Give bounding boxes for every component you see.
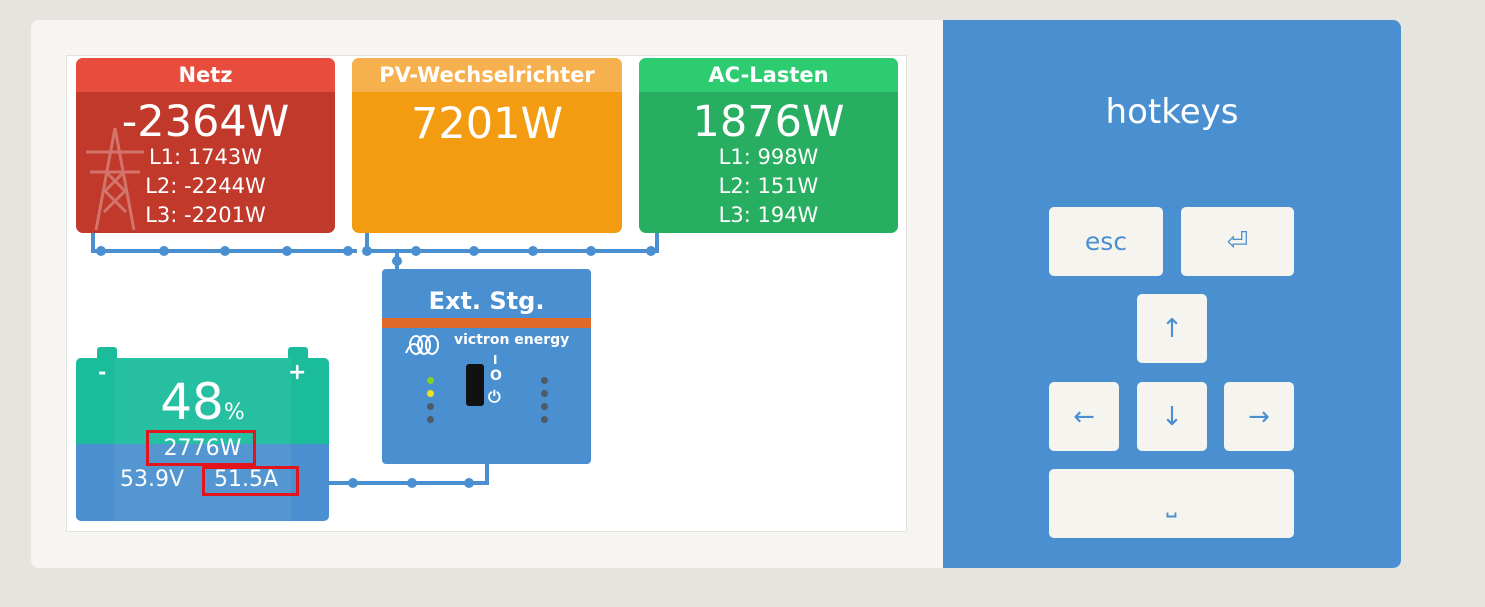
battery-plus-label: + (288, 360, 307, 385)
led-off (541, 403, 548, 410)
switch-on-label: I (493, 353, 498, 367)
wire-dot (464, 478, 474, 488)
enter-key[interactable]: ⏎ (1181, 207, 1294, 276)
wire-dot (411, 246, 421, 256)
battery-voltage: 53.9V (120, 467, 185, 492)
battery-soc-unit: % (223, 400, 245, 425)
wire-dot (348, 478, 358, 488)
wire-dot (407, 478, 417, 488)
led-off (427, 403, 434, 410)
hotkeys-panel: hotkeys esc ⏎ ↑ ← ↓ → ⎵ (943, 20, 1401, 568)
battery-power: 2776W (163, 436, 242, 461)
grid-l1: L1: 1743W (148, 145, 263, 169)
battery-soc: 48 (160, 373, 224, 431)
power-icon: ⏻ (488, 387, 501, 406)
inverter-box[interactable]: Ext. Stg. victron energy I O ⏻ (382, 269, 591, 464)
wire-dot (96, 246, 106, 256)
inverter-title: Ext. Stg. (428, 287, 545, 315)
led-green (427, 377, 434, 384)
overview-screen: Netz -2364W L1: 1743W L2: -2244W L3: -22… (66, 55, 907, 532)
wire-dot (646, 246, 656, 256)
ac-loads-box[interactable]: AC-Lasten 1876W L1: 998W L2: 151W L3: 19… (639, 58, 898, 233)
ac-l2: L2: 151W (718, 174, 819, 198)
battery-current: 51.5A (214, 467, 279, 492)
grid-title: Netz (76, 58, 335, 92)
power-pylon-icon (86, 127, 144, 231)
led-off (427, 416, 434, 423)
battery-current-highlight (202, 466, 299, 496)
space-key[interactable]: ⎵ (1049, 469, 1294, 538)
inverter-brand: victron energy (454, 332, 570, 348)
pv-title: PV-Wechselrichter (352, 58, 622, 92)
led-off (541, 377, 548, 384)
esc-key[interactable]: esc (1049, 207, 1163, 276)
battery-soc-area (76, 358, 329, 444)
grid-box[interactable]: Netz -2364W L1: 1743W L2: -2244W L3: -22… (76, 58, 335, 233)
wire-dot (392, 256, 402, 266)
ac-l1: L1: 998W (718, 145, 819, 169)
battery-terminal-plus (288, 347, 308, 359)
switch-off-label: O (490, 368, 502, 384)
wire-dot (282, 246, 292, 256)
led-off (541, 390, 548, 397)
victron-logo-icon (405, 335, 439, 355)
grid-l3: L3: -2201W (145, 203, 266, 227)
inverter-stripe (382, 318, 591, 328)
right-arrow-key[interactable]: → (1224, 382, 1294, 451)
battery-minus-label: - (98, 360, 107, 384)
up-arrow-key[interactable]: ↑ (1137, 294, 1207, 363)
ac-l3: L3: 194W (718, 203, 819, 227)
wire-dot (469, 246, 479, 256)
grid-power: -2364W (121, 97, 290, 147)
ac-loads-title: AC-Lasten (639, 58, 898, 92)
battery-power-highlight (146, 430, 256, 466)
wire-dot (159, 246, 169, 256)
wire-dot (586, 246, 596, 256)
pv-inverter-box[interactable]: PV-Wechselrichter 7201W (352, 58, 622, 233)
wire-dot (343, 246, 353, 256)
wire-dot (528, 246, 538, 256)
wire-dot (362, 246, 372, 256)
pv-power: 7201W (411, 99, 563, 149)
ac-loads-power: 1876W (692, 97, 845, 147)
left-arrow-key[interactable]: ← (1049, 382, 1119, 451)
down-arrow-key[interactable]: ↓ (1137, 382, 1207, 451)
inverter-switch[interactable] (466, 364, 484, 406)
wire-dot (220, 246, 230, 256)
led-off (541, 416, 548, 423)
grid-l2: L2: -2244W (145, 174, 266, 198)
hotkeys-title: hotkeys (1105, 92, 1239, 132)
battery-terminal-minus (97, 347, 117, 359)
led-yellow (427, 390, 434, 397)
